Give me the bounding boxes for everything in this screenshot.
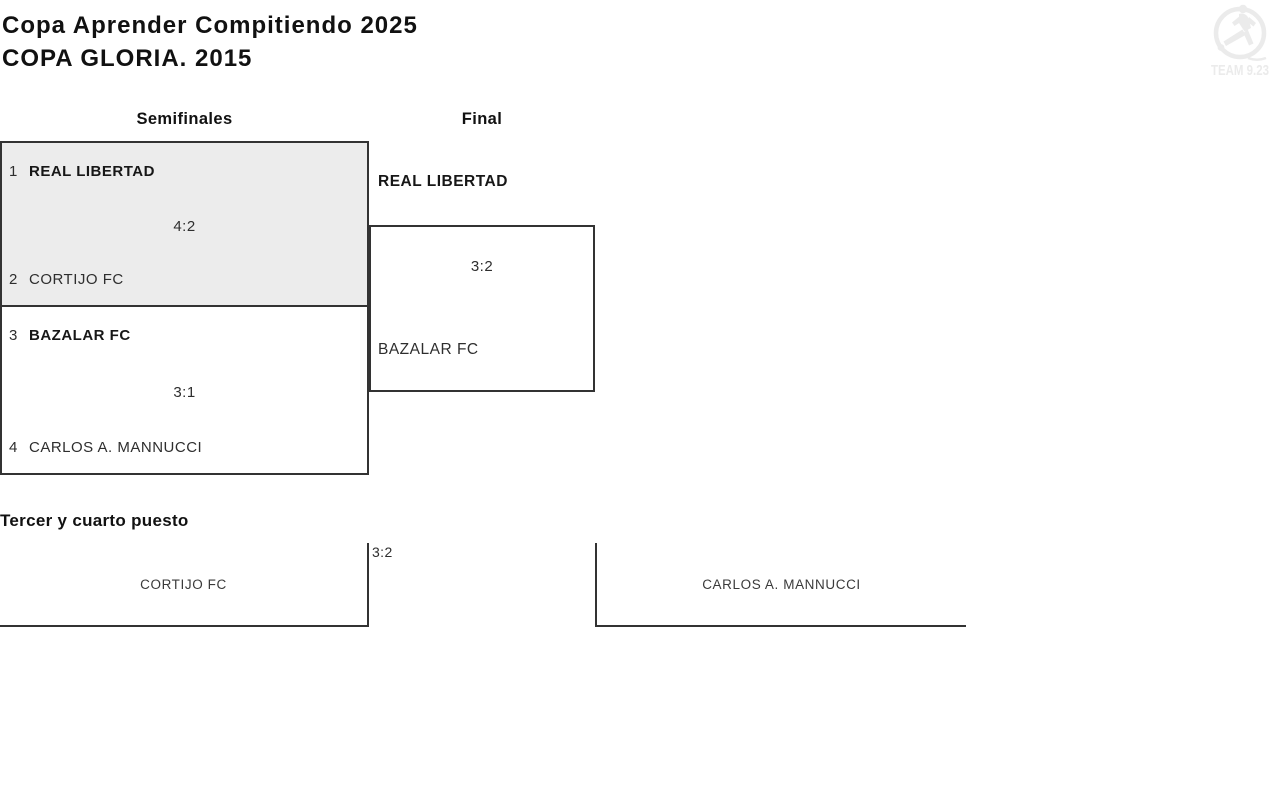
seed-number: 4 bbox=[9, 439, 18, 456]
team-name: CORTIJO FC bbox=[29, 271, 124, 288]
team-row: 4 CARLOS A. MANNUCCI bbox=[2, 439, 367, 457]
final-score: 3:2 bbox=[470, 258, 494, 275]
final-team-away: BAZALAR FC bbox=[378, 341, 479, 358]
match-semifinal-2: 3 BAZALAR FC 3:1 4 CARLOS A. MANNUCCI bbox=[0, 305, 369, 475]
match-semifinal-1: 1 REAL LIBERTAD 4:2 2 CORTIJO FC bbox=[0, 141, 369, 307]
tournament-subtitle: COPA GLORIA. 2015 bbox=[2, 45, 253, 72]
team-name: CORTIJO FC bbox=[140, 576, 227, 592]
team-row: 3 BAZALAR FC bbox=[2, 327, 367, 345]
seed-number: 3 bbox=[9, 327, 18, 344]
match-final bbox=[369, 225, 595, 392]
page-title: Copa Aprender Compitiendo 2025 COPA GLOR… bbox=[2, 9, 418, 75]
team-row: 1 REAL LIBERTAD bbox=[2, 163, 367, 181]
soccer-player-icon bbox=[1213, 4, 1267, 61]
match-score: 4:2 bbox=[173, 217, 196, 235]
team-name: CARLOS A. MANNUCCI bbox=[702, 576, 861, 592]
final-team-home: REAL LIBERTAD bbox=[378, 173, 508, 190]
seed-number: 1 bbox=[9, 163, 18, 180]
match-score: 3:1 bbox=[173, 383, 196, 401]
third-place-score: 3:2 bbox=[372, 544, 393, 560]
third-place-heading: Tercer y cuarto puesto bbox=[0, 511, 189, 530]
team-name: CARLOS A. MANNUCCI bbox=[29, 439, 203, 456]
team-logo-watermark: TEAM 9.23 bbox=[1211, 4, 1269, 79]
round-header-final: Final bbox=[461, 110, 503, 128]
team-row: 2 CORTIJO FC bbox=[2, 271, 367, 289]
team-name: BAZALAR FC bbox=[29, 327, 131, 344]
third-place-team-right-box: CARLOS A. MANNUCCI bbox=[595, 543, 966, 627]
round-header-semifinals: Semifinales bbox=[136, 110, 233, 128]
seed-number: 2 bbox=[9, 271, 18, 288]
tournament-title: Copa Aprender Compitiendo 2025 bbox=[2, 12, 418, 39]
third-place-team-left-box: CORTIJO FC bbox=[0, 543, 369, 627]
team-logo-text: TEAM 9.23 bbox=[1211, 62, 1269, 79]
team-name: REAL LIBERTAD bbox=[29, 163, 155, 180]
